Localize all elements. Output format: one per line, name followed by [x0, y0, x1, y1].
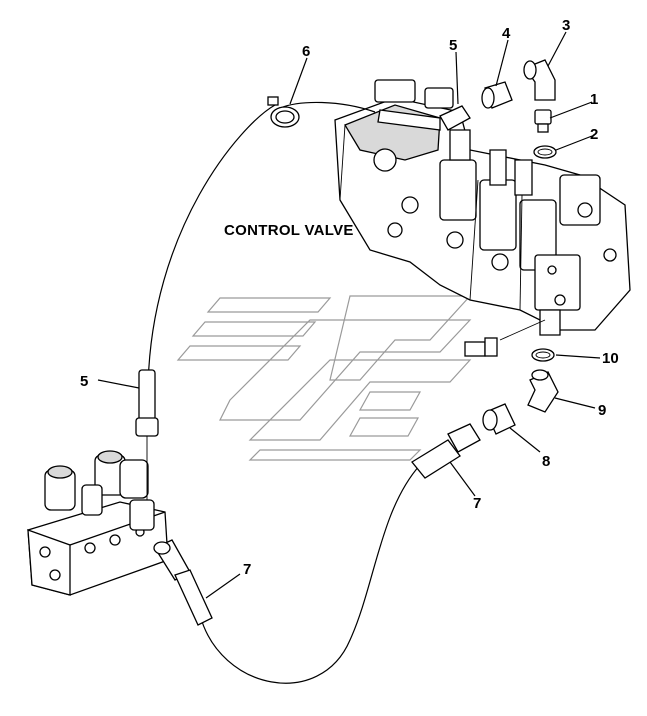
diagram-title: CONTROL VALVE	[224, 222, 354, 239]
callout-9: 9	[598, 402, 606, 419]
callout-1: 1	[590, 91, 598, 108]
clamp-6	[267, 96, 300, 128]
cable-end-5-upper	[377, 105, 471, 131]
callout-4: 4	[502, 25, 511, 42]
cable-lower	[199, 464, 421, 684]
callout-2: 2	[590, 126, 598, 143]
callout-7-bottom: 7	[243, 561, 251, 578]
callout-10: 10	[602, 350, 619, 367]
callout-6: 6	[302, 43, 310, 60]
leader-lines	[97, 31, 601, 599]
callout-5-top: 5	[449, 37, 457, 54]
sensor-connector	[464, 319, 546, 357]
o-ring-10	[531, 348, 555, 362]
cable-upper	[147, 104, 276, 391]
callout-8: 8	[542, 453, 550, 470]
control-valve-assembly	[334, 79, 631, 336]
callout-3: 3	[562, 17, 570, 34]
cable-end-7-left	[153, 539, 213, 626]
cable-end-5-left	[135, 369, 159, 500]
callout-7-right: 7	[473, 495, 481, 512]
adapter-4	[481, 81, 513, 109]
o-ring-2	[533, 145, 557, 159]
solenoid-valve-block	[27, 450, 169, 596]
cable-end-7-right	[411, 423, 481, 479]
fitting-1	[534, 109, 552, 133]
elbow-3	[523, 59, 556, 101]
elbow-9	[527, 369, 559, 413]
watermark-logo	[176, 295, 472, 461]
callout-5-left: 5	[80, 373, 88, 390]
adapter-8	[482, 403, 516, 435]
cable-upper-2	[279, 101, 376, 113]
